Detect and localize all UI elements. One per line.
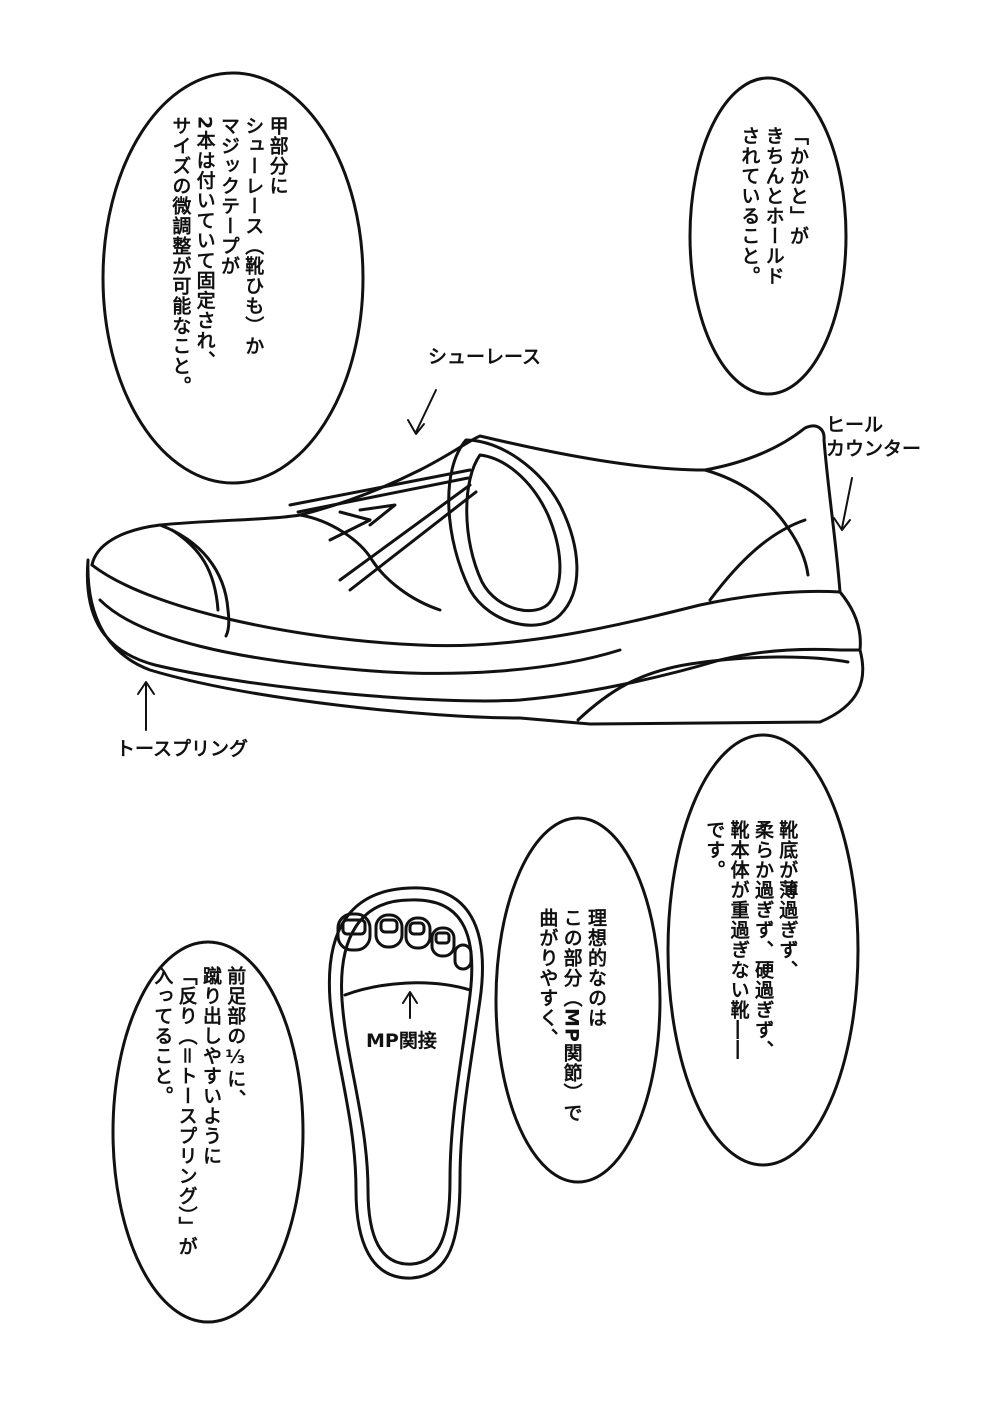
bubble-toe-spring-text: 前足部の⅓に、 蹴り出しやすいように 「反り（＝トースプリング）」が 入ってるこ… [151,966,247,1257]
arrow-mp-joint [402,991,418,1019]
bubble-sole-outline [666,733,860,1167]
bubble-heel-text: 「かかと」が きちんとホールド されていること。 [738,126,809,286]
shoe-illustration [85,424,865,726]
label-toe-spring: トースプリング [116,738,249,760]
arrow-toe-spring [137,681,155,731]
arrow-heel-counter [833,477,853,531]
bubble-instep-outline [101,71,365,485]
label-mp-joint: MP関接 [366,1030,437,1052]
footprint-illustration [327,886,484,1280]
bubble-sole-text: 靴底が薄過ぎず、 柔らか過ぎず、硬過ぎず、 靴本体が重過ぎない靴―― です。 [703,820,799,1060]
label-heel-counter: ヒール カウンター [826,414,922,460]
label-shoelace: シューレース [428,346,542,368]
bubble-mp-text: 理想的なのは この部分（MP関節）で 曲がりやすく、 [536,908,607,1123]
bubble-heel-outline [688,76,848,396]
bubble-toe-spring-outline [111,940,305,1324]
bubble-instep-text: 甲部分に シューレース（靴ひも）か マジックテープが 2本は付いていて固定され、… [169,116,289,396]
arrow-shoelace [407,389,437,435]
annotation-arrows [137,389,853,1019]
bubble-mp-outline [494,816,662,1184]
